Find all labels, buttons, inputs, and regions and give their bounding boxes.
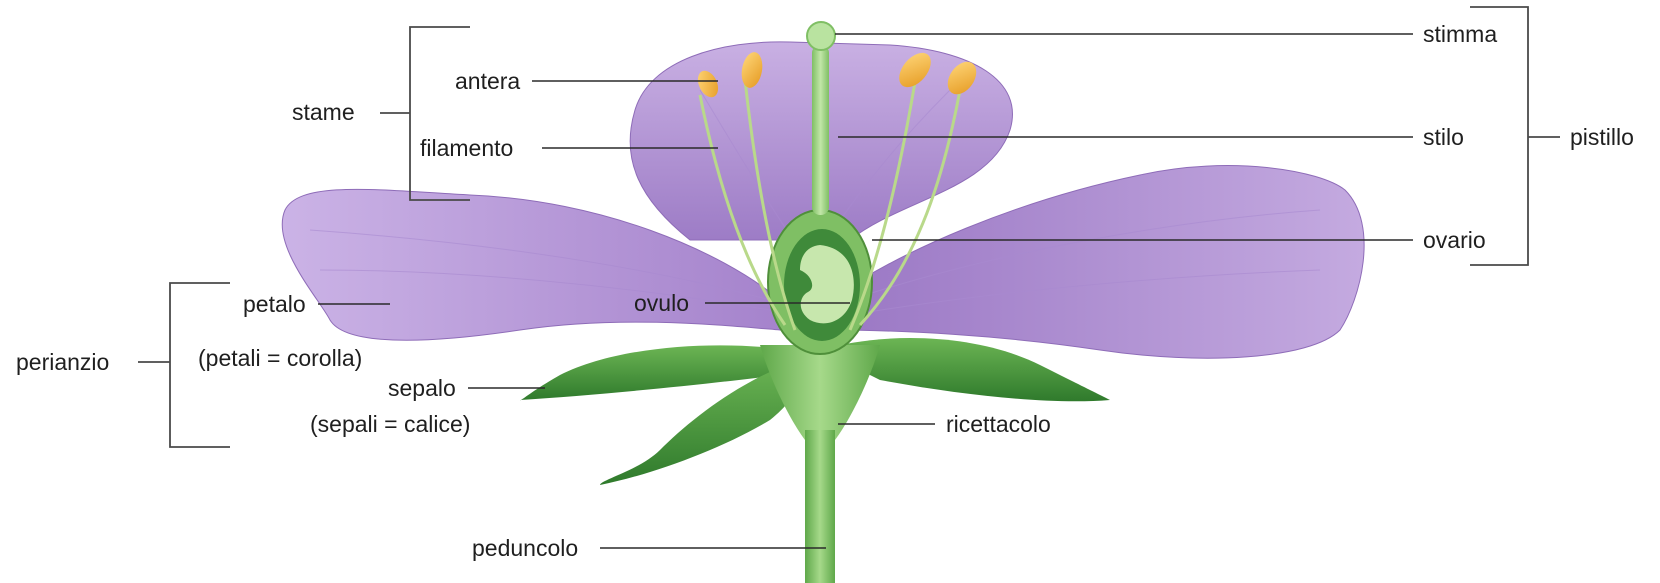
- label-ricettacolo: ricettacolo: [946, 411, 1051, 437]
- label-ovario: ovario: [1423, 227, 1486, 253]
- label-petalo: petalo: [243, 291, 306, 317]
- label-stimma: stimma: [1423, 21, 1497, 47]
- receptacle-shape: [760, 345, 880, 440]
- label-perianzio: perianzio: [16, 349, 109, 375]
- label-petali-corolla: (petali = corolla): [198, 345, 362, 371]
- label-pistillo: pistillo: [1570, 124, 1634, 150]
- label-peduncolo: peduncolo: [472, 535, 578, 561]
- label-stame: stame: [292, 99, 355, 125]
- label-filamento: filamento: [420, 135, 513, 161]
- stigma-shape: [807, 22, 835, 50]
- label-antera: antera: [455, 68, 520, 94]
- label-sepali-calice: (sepali = calice): [310, 411, 470, 437]
- stame-bracket: [410, 27, 470, 200]
- style-shape: [812, 45, 829, 215]
- stem-shape: [805, 430, 835, 583]
- label-ovulo: ovulo: [634, 290, 689, 316]
- label-sepalo: sepalo: [388, 375, 456, 401]
- label-stilo: stilo: [1423, 124, 1464, 150]
